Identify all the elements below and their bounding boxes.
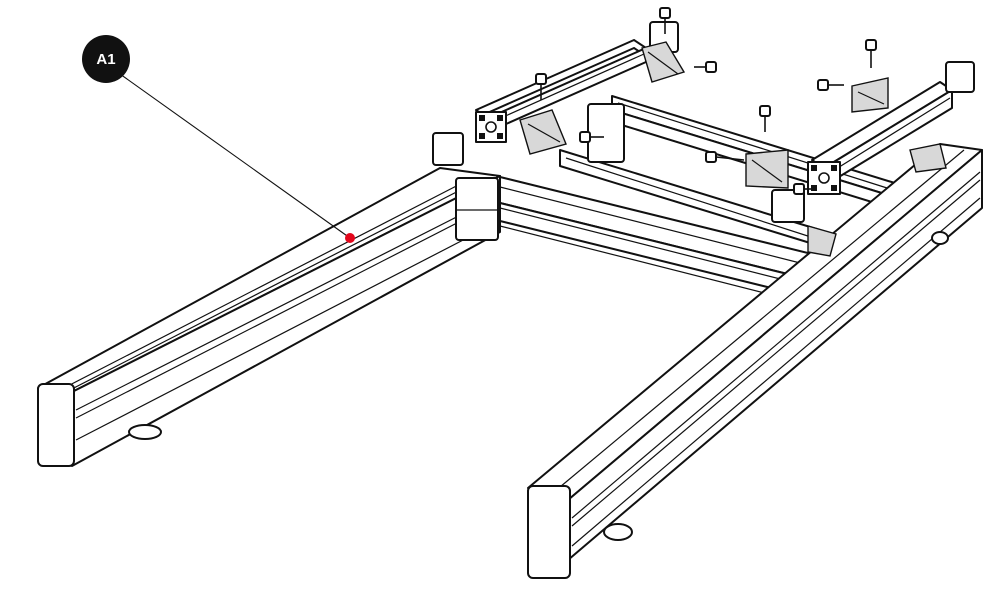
bolt [817,79,844,91]
end-plate [771,189,805,223]
corner-bracket [807,225,837,257]
end-cap [527,485,571,579]
corner-bracket [851,77,889,113]
target-dot [345,233,355,243]
callout-badge [82,35,130,83]
left-long-rail [37,167,501,467]
corner-bracket [519,109,567,155]
end-cap [37,383,75,467]
end-plate [432,132,464,166]
foot [931,231,949,245]
foot [128,424,162,440]
end-plate [945,61,975,93]
end-plate-group [432,21,975,241]
corner-bracket [745,149,789,189]
end-plate [455,177,499,241]
foot [603,523,633,541]
right-long-rail [527,143,983,579]
bolt [694,61,717,73]
corner-bracket [641,41,686,83]
bolt [793,183,816,195]
bolt [659,7,671,34]
upper-rail-left [475,39,647,143]
bolt [579,131,604,143]
leader-line [119,73,351,239]
callout-a1: A1 [82,35,355,243]
end-plate [587,103,625,163]
front-cross-beam [495,175,821,307]
bolt [535,73,547,100]
corner-bracket [909,143,947,173]
bolt [705,151,745,163]
bolt [865,39,877,68]
bolt [759,105,771,132]
callout-label: A1 [96,51,115,68]
